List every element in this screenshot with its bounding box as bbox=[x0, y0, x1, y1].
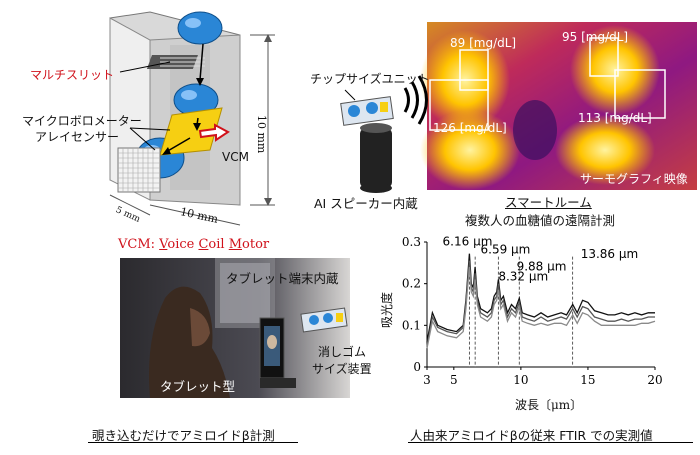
detection-box-4 bbox=[614, 69, 666, 119]
y-tick-label: 0 bbox=[413, 360, 421, 374]
peak-annotation: 8.32 μm bbox=[498, 269, 548, 283]
reading-4: 113 [mg/dL] bbox=[578, 111, 652, 125]
vcm-caption: VCM: Voice Coil Motor bbox=[118, 237, 270, 252]
tablet-top-label: タブレット端末内蔵 bbox=[226, 271, 339, 286]
ai-speaker bbox=[360, 123, 392, 193]
x-tick-label: 10 bbox=[513, 373, 528, 387]
chart-svg: 0 0.1 0.2 0.3 3 5 10 15 20 6.16 μm6.59 μm 8.32 μm9… bbox=[402, 234, 663, 387]
x-tick-label: 15 bbox=[580, 373, 595, 387]
vcm-arrow bbox=[198, 123, 230, 142]
smart-room-subtitle: 複数人の血糖値の遠隔計測 bbox=[465, 213, 616, 228]
reading-2: 95 [mg/dL] bbox=[562, 30, 629, 44]
tablet-caption: 覗き込むだけでアミロイドβ計測 bbox=[92, 428, 275, 443]
chart-xlabel: 波長〔μm〕 bbox=[515, 398, 583, 412]
reading-3: 126 [mg/dL] bbox=[433, 121, 507, 135]
lens-top bbox=[177, 11, 223, 45]
bolometer-label-1: マイクロボロメーター bbox=[22, 114, 142, 128]
sensor-array bbox=[117, 147, 161, 193]
series-line-3 bbox=[426, 266, 656, 349]
tablet-device bbox=[259, 317, 296, 388]
x-tick-label: 5 bbox=[450, 373, 458, 387]
y-tick-label: 0.1 bbox=[402, 318, 421, 332]
smart-room-title: スマートルーム bbox=[505, 195, 592, 210]
peak-annotation: 13.86 μm bbox=[581, 247, 639, 261]
detection-box-2 bbox=[429, 79, 489, 131]
chip-unit bbox=[340, 96, 394, 126]
eraser-device bbox=[300, 305, 350, 335]
chip-unit-label: チップサイズユニット bbox=[310, 72, 430, 86]
tablet-type-label: タブレット型 bbox=[160, 379, 236, 394]
multislit-grid bbox=[146, 55, 205, 69]
detection-box-3 bbox=[589, 37, 619, 77]
vcm-plate bbox=[159, 107, 223, 156]
y-tick-label: 0.3 bbox=[402, 235, 421, 249]
device-illustration: マルチスリット マイクロボロメーター アレイセンサー VCM 10 mm 10 … bbox=[0, 0, 300, 260]
thermo-caption: サーモグラフィ映像 bbox=[580, 172, 688, 186]
peak-annotation: 6.59 μm bbox=[481, 243, 531, 257]
multislit-label: マルチスリット bbox=[30, 68, 115, 82]
chart-caption: 人由来アミロイドβの従来 FTIR での実測値 bbox=[410, 428, 653, 443]
eraser-label-2: サイズ装置 bbox=[312, 362, 372, 376]
tablet-caption-underline bbox=[88, 442, 298, 443]
eraser-label-1: 消しゴム bbox=[318, 345, 367, 359]
x-tick-label: 20 bbox=[647, 373, 662, 387]
chart-caption-underline bbox=[408, 442, 693, 443]
detection-box-1 bbox=[459, 49, 489, 91]
peak-annotation: 9.88 μm bbox=[517, 259, 567, 273]
smart-room-drawing bbox=[340, 22, 697, 193]
x-tick-label: 3 bbox=[423, 373, 431, 387]
smart-room-panel: チップサイズユニット AI スピーカー内蔵 89 [mg/dL] 95 [mg/… bbox=[300, 0, 700, 235]
reading-1: 89 [mg/dL] bbox=[450, 36, 517, 50]
device-drawing bbox=[109, 11, 275, 226]
y-tick-label: 0.2 bbox=[402, 277, 421, 291]
vcm-label: VCM bbox=[222, 150, 249, 164]
ai-speaker-label: AI スピーカー内蔵 bbox=[314, 196, 418, 211]
height-dimension: 10 mm bbox=[255, 115, 268, 154]
peak-annotation: 6.16 μm bbox=[443, 234, 493, 248]
bolometer-label-2: アレイセンサー bbox=[35, 130, 120, 144]
chart-ylabel: 吸光度 bbox=[380, 291, 394, 328]
person-silhouette bbox=[149, 286, 230, 398]
